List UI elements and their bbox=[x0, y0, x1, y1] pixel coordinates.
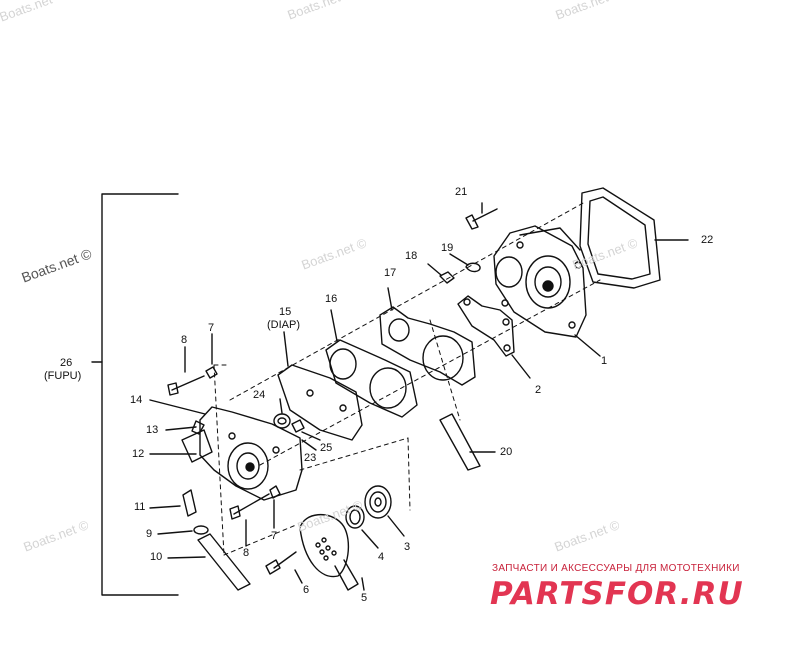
part-18-nut bbox=[439, 271, 455, 284]
label-5: 5 bbox=[361, 592, 368, 604]
part-20-hose bbox=[439, 413, 481, 471]
part-9-clip bbox=[193, 525, 209, 535]
part-7-washer-top bbox=[205, 366, 218, 379]
label-23: 23 bbox=[304, 452, 317, 464]
label-26: 26 bbox=[60, 357, 73, 369]
part-11-fitting bbox=[182, 489, 197, 517]
label-8-lower: 8 bbox=[243, 547, 250, 559]
label-10: 10 bbox=[150, 551, 163, 563]
label-25: 25 bbox=[320, 442, 333, 454]
label-8-top: 8 bbox=[181, 334, 188, 346]
label-3: 3 bbox=[404, 541, 411, 553]
label-9: 9 bbox=[146, 528, 153, 540]
label-7-top: 7 bbox=[208, 322, 215, 334]
part-12-pump-housing bbox=[199, 406, 303, 501]
part-10-hose bbox=[197, 533, 251, 591]
label-20: 20 bbox=[500, 446, 513, 458]
brand-tagline: ЗАПЧАСТИ И АКСЕССУАРЫ ДЛЯ МОТОТЕХНИКИ bbox=[492, 563, 740, 574]
label-7-lower: 7 bbox=[271, 530, 278, 542]
part-8-bolt-lower bbox=[233, 493, 270, 515]
assembly-bracket bbox=[101, 193, 179, 596]
label-6: 6 bbox=[303, 584, 310, 596]
label-14: 14 bbox=[130, 394, 143, 406]
part-6-screw bbox=[273, 551, 297, 569]
part-3-filter bbox=[364, 485, 392, 519]
part-2-plate bbox=[457, 295, 515, 357]
label-26-sub: (FUPU) bbox=[44, 370, 82, 382]
label-17: 17 bbox=[384, 267, 397, 279]
label-15-sub: (DIAP) bbox=[267, 319, 300, 331]
part-15-diaphragm bbox=[277, 364, 363, 441]
part-21-bolt bbox=[472, 208, 498, 222]
part-22-gasket bbox=[579, 187, 661, 289]
label-19: 19 bbox=[441, 242, 454, 254]
part-1-pump-cover bbox=[493, 225, 587, 338]
label-24: 24 bbox=[253, 389, 266, 401]
part-5-cover bbox=[299, 514, 349, 578]
label-15: 15 bbox=[279, 306, 292, 318]
label-22: 22 bbox=[701, 234, 714, 246]
label-21: 21 bbox=[455, 186, 468, 198]
part-19-check-valve bbox=[465, 262, 481, 273]
part-4-gasket bbox=[345, 505, 365, 529]
label-4: 4 bbox=[378, 551, 385, 563]
label-13: 13 bbox=[146, 424, 159, 436]
part-7-washer-lower bbox=[269, 485, 281, 499]
label-1: 1 bbox=[601, 355, 608, 367]
label-11: 11 bbox=[134, 501, 146, 513]
label-16: 16 bbox=[325, 293, 338, 305]
label-12: 12 bbox=[132, 448, 145, 460]
brand-logo: PARTSFOR.RU bbox=[490, 576, 744, 612]
label-18: 18 bbox=[405, 250, 418, 262]
part-16-gasket bbox=[325, 339, 418, 418]
part-17-diaphragm-body bbox=[379, 306, 476, 386]
label-2: 2 bbox=[535, 384, 542, 396]
part-25-spring bbox=[291, 419, 305, 433]
part-13-bolt bbox=[165, 426, 197, 431]
part-24-seal bbox=[273, 413, 291, 429]
